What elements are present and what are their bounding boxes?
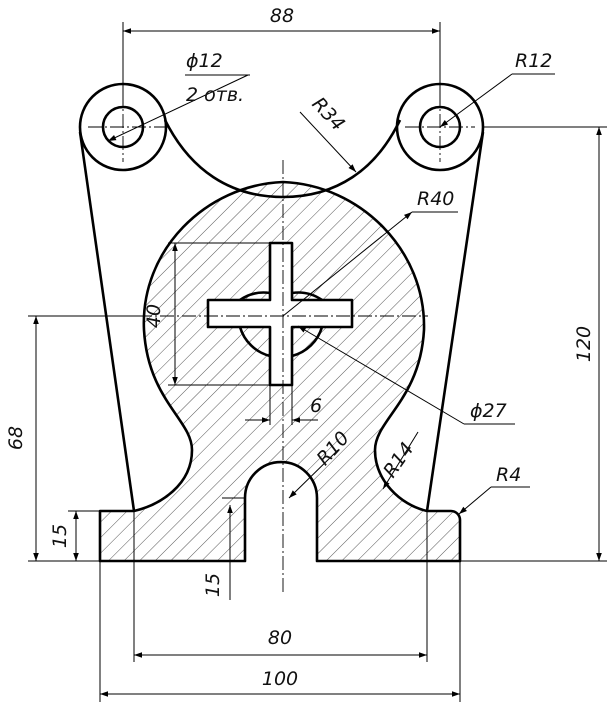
left-side-edge — [78, 131, 136, 512]
dimension-6: 6 — [245, 385, 322, 425]
dimension-bore-diameter: ϕ27 — [297, 325, 515, 425]
boss-radius-label: R12 — [515, 50, 552, 72]
upper-arc-radius-label: R34 — [308, 93, 350, 135]
notch-depth-label: 15 — [202, 573, 224, 597]
base-thickness-label: 15 — [49, 524, 71, 548]
hole-diameter-label: ϕ12 — [186, 50, 223, 72]
dimension-88: 88 — [122, 5, 441, 105]
upper-arc — [163, 119, 402, 199]
dimension-r34: R34 — [299, 93, 357, 173]
base-outline — [98, 460, 462, 563]
right-side-edge — [425, 131, 485, 512]
dimension-15-notch: 15 — [202, 497, 245, 600]
center-height-label: 68 — [5, 426, 27, 450]
inner-width-label: 80 — [268, 627, 292, 649]
dimension-r12: R12 — [439, 50, 555, 128]
dimension-68: 68 — [5, 315, 144, 562]
dimension-100: 100 — [99, 561, 461, 702]
base-width-label: 100 — [262, 668, 298, 690]
dimension-hole-diameter: ϕ12 2 отв. — [107, 50, 250, 142]
ball-radius-label: R40 — [417, 188, 454, 210]
overall-height-label: 120 — [573, 326, 595, 362]
dimension-80: 80 — [133, 511, 428, 662]
key-width-label: 6 — [310, 395, 322, 417]
slot-width-label: 40 — [143, 304, 165, 328]
bore-diameter-label: ϕ27 — [470, 400, 507, 422]
neck-radius-label: R14 — [379, 438, 418, 481]
dimension-40: 40 — [143, 242, 282, 386]
dimension-r40: R40 — [282, 188, 458, 317]
dimension-120: 120 — [460, 126, 607, 562]
corner-radius-label: R4 — [496, 464, 521, 486]
bore-circle-arcs — [238, 291, 324, 358]
top-width-label: 88 — [270, 5, 294, 27]
dimension-r4: R4 — [458, 464, 530, 515]
dimension-15-base: 15 — [49, 510, 100, 561]
hole-count-label: 2 отв. — [186, 84, 244, 106]
